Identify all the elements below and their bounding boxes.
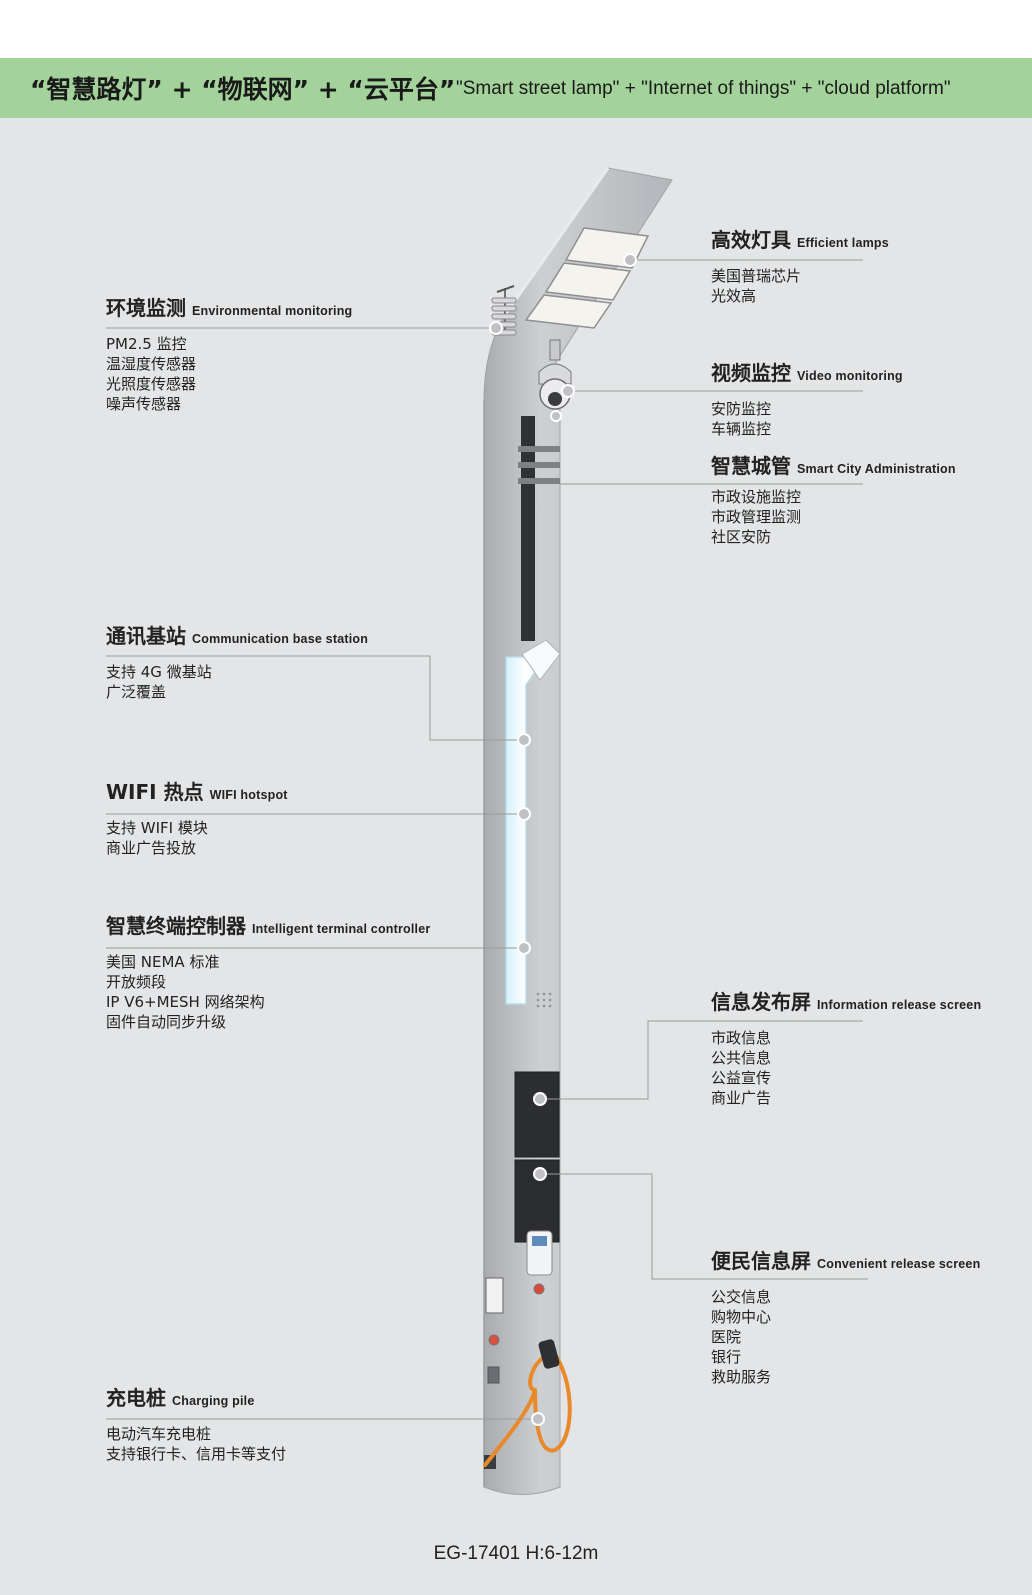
label-item: 支持 4G 微基站	[106, 663, 212, 681]
label-wifi: WIFI 热点 WIFI hotspot 支持 WIFI 模块 商业广告投放	[106, 776, 288, 858]
label-convenient-screen: 便民信息屏 Convenient release screen 公交信息 购物中心…	[711, 1245, 980, 1387]
header-title-cn: “智慧路灯” + “物联网” + “云平台”	[30, 75, 456, 104]
label-item: 公共信息	[711, 1049, 772, 1067]
label-item: 光照度传感器	[106, 375, 197, 393]
label-item: 广泛覆盖	[106, 683, 167, 701]
label-title-en: Video monitoring	[797, 369, 903, 383]
label-title-cn: 充电桩	[106, 1386, 166, 1410]
environment-sensor	[491, 285, 517, 336]
label-item: 市政信息	[711, 1029, 772, 1047]
label-item: 公交信息	[711, 1288, 772, 1306]
label-item: 救助服务	[711, 1368, 772, 1386]
label-item: 医院	[711, 1328, 742, 1346]
label-item: 温湿度传感器	[106, 355, 197, 373]
label-item: 美国 NEMA 标准	[106, 953, 220, 971]
label-item: 固件自动同步升级	[106, 1013, 227, 1031]
label-video-monitoring: 视频监控 Video monitoring 安防监控 车辆监控	[711, 357, 903, 439]
pole-slot	[521, 416, 535, 641]
charger-display	[485, 1277, 504, 1314]
label-item: 银行	[711, 1348, 742, 1366]
label-title-cn: 环境监测	[106, 296, 186, 320]
label-base-station: 通讯基站 Communication base station 支持 4G 微基站…	[106, 620, 368, 702]
label-item: 噪声传感器	[106, 395, 182, 413]
label-title-cn: WIFI 热点	[106, 780, 204, 804]
label-item: 商业广告投放	[106, 839, 197, 857]
model-spec: EG-17401 H:6-12m	[433, 1543, 599, 1564]
label-item: 美国普瑞芯片	[711, 267, 802, 285]
label-charging-pile: 充电桩 Charging pile 电动汽车充电桩 支持银行卡、信用卡等支付	[106, 1382, 286, 1464]
label-item: 公益宣传	[711, 1069, 772, 1087]
label-item: 光效高	[711, 287, 757, 305]
label-item: 社区安防	[711, 528, 772, 546]
label-item: 支持银行卡、信用卡等支付	[106, 1445, 287, 1463]
info-screen	[514, 1071, 560, 1158]
label-title-en: Information release screen	[817, 998, 982, 1012]
label-item: 支持 WIFI 模块	[106, 819, 208, 837]
label-title-cn: 通讯基站	[106, 624, 186, 648]
label-terminal-controller: 智慧终端控制器 Intelligent terminal controller 美…	[106, 910, 430, 1032]
label-item: 开放频段	[106, 973, 167, 991]
label-item: 市政管理监测	[711, 508, 802, 526]
label-title-cn: 智慧城管	[711, 454, 791, 478]
label-title-cn: 视频监控	[711, 361, 791, 385]
label-item: 电动汽车充电桩	[106, 1425, 212, 1443]
label-title-en: Efficient lamps	[797, 236, 889, 250]
label-item: IP V6+MESH 网络架构	[106, 993, 265, 1011]
camera	[538, 339, 572, 410]
leader-lines	[106, 259, 868, 1420]
label-item: 购物中心	[711, 1308, 772, 1326]
label-item: 市政设施监控	[711, 488, 802, 506]
charging-gun	[538, 1339, 560, 1369]
label-environmental-monitoring: 环境监测 Environmental monitoring PM2.5 监控 温湿…	[106, 292, 352, 414]
label-item: PM2.5 监控	[106, 335, 187, 353]
label-title-cn: 信息发布屏	[711, 990, 811, 1014]
label-item: 车辆监控	[711, 420, 772, 438]
label-item: 商业广告	[711, 1089, 772, 1107]
label-item: 安防监控	[711, 400, 772, 418]
vent-bars	[518, 446, 560, 484]
label-title-cn: 便民信息屏	[711, 1249, 811, 1273]
header-title-en: "Smart street lamp" + "Internet of thing…	[456, 78, 951, 99]
header-banner: “智慧路灯” + “物联网” + “云平台” "Smart street lam…	[0, 58, 1032, 118]
callout-dots	[489, 253, 637, 1426]
label-efficient-lamps: 高效灯具 Efficient lamps 美国普瑞芯片 光效高	[711, 224, 889, 306]
label-smart-city: 智慧城管 Smart City Administration 市政设施监控 市政管…	[711, 450, 956, 547]
label-title-cn: 高效灯具	[711, 228, 791, 252]
lamp-panels	[524, 227, 650, 329]
label-title-en: Intelligent terminal controller	[252, 922, 431, 936]
label-title-en: Convenient release screen	[817, 1257, 981, 1271]
label-title-en: Charging pile	[172, 1394, 255, 1408]
speaker-grille	[536, 992, 552, 1008]
label-title-en: WIFI hotspot	[209, 788, 288, 802]
pole-arm-edge	[503, 167, 610, 316]
label-title-en: Communication base station	[192, 632, 369, 646]
label-info-screen: 信息发布屏 Information release screen 市政信息 公共信…	[711, 986, 981, 1108]
label-title-en: Smart City Administration	[797, 462, 956, 476]
glow-chevron	[521, 639, 561, 681]
label-title-en: Environmental monitoring	[192, 304, 353, 318]
label-title-cn: 智慧终端控制器	[106, 914, 246, 938]
